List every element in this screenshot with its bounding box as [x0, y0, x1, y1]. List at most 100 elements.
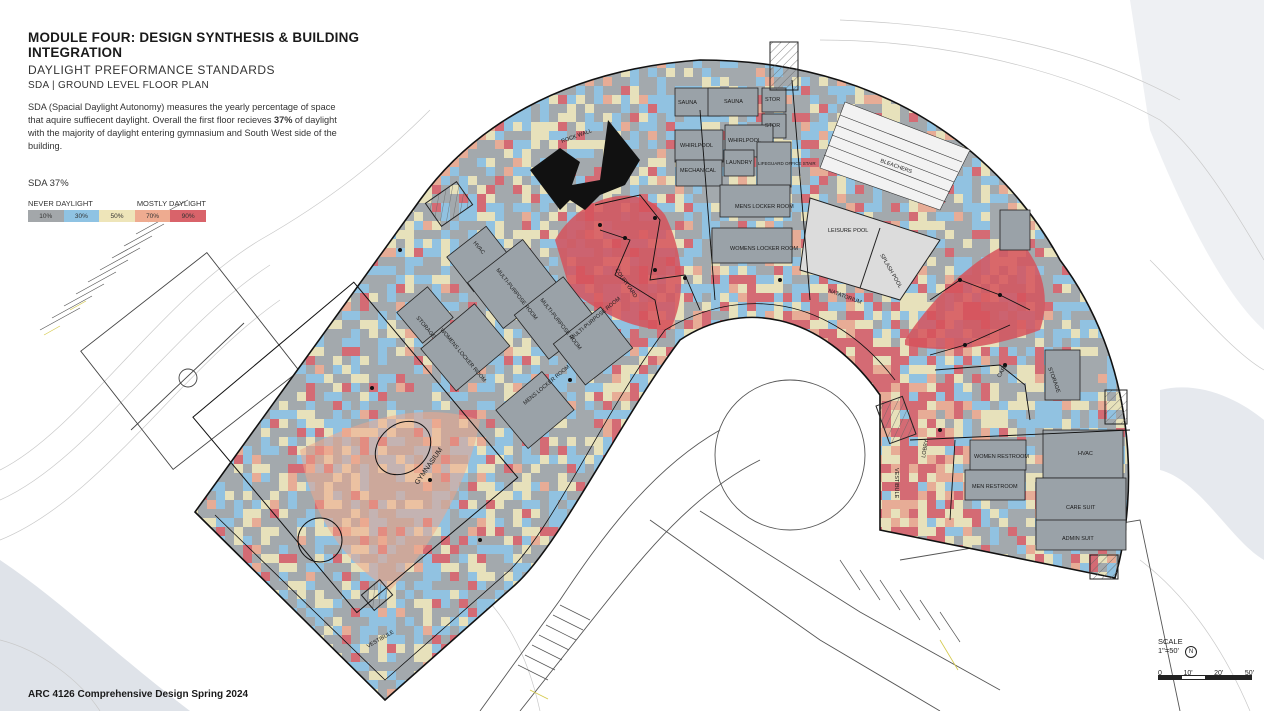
heat-cell	[195, 239, 198, 248]
heat-cell	[396, 239, 405, 248]
heat-cell	[765, 311, 774, 320]
heat-cell	[225, 401, 234, 410]
heat-cell	[324, 221, 333, 230]
heat-cell	[819, 455, 828, 464]
heat-cell	[1134, 149, 1143, 158]
heat-cell	[558, 383, 567, 392]
heat-cell	[486, 374, 495, 383]
heat-cell	[837, 365, 846, 374]
heat-cell	[1071, 104, 1080, 113]
heat-cell	[261, 338, 270, 347]
heat-cell	[1152, 167, 1161, 176]
heat-cell	[1062, 60, 1071, 68]
heat-cell	[405, 257, 414, 266]
heat-cell	[387, 239, 396, 248]
heat-cell	[195, 266, 198, 275]
heat-cell	[1098, 230, 1107, 239]
heat-cell	[234, 275, 243, 284]
heat-cell	[513, 383, 522, 392]
heat-cell	[1143, 347, 1152, 356]
heat-cell	[351, 239, 360, 248]
heat-cell	[909, 122, 918, 131]
heat-cell	[837, 185, 846, 194]
heat-cell	[1062, 68, 1071, 77]
heat-cell	[522, 365, 531, 374]
heat-cell	[720, 221, 729, 230]
heat-cell	[414, 338, 423, 347]
heat-cell	[774, 392, 783, 401]
heat-cell	[423, 203, 432, 212]
heat-cell	[198, 266, 207, 275]
heat-cell	[324, 365, 333, 374]
heat-cell	[252, 212, 261, 221]
heat-cell	[1134, 185, 1143, 194]
heat-cell	[846, 95, 855, 104]
heat-cell	[576, 131, 585, 140]
heat-cell	[684, 266, 693, 275]
heat-cell	[288, 167, 297, 176]
heat-cell	[387, 68, 396, 77]
heat-cell	[216, 401, 225, 410]
heat-cell	[297, 275, 306, 284]
heat-cell	[1080, 122, 1089, 131]
heat-cell	[630, 167, 639, 176]
heat-cell	[1152, 410, 1161, 419]
heat-cell	[207, 248, 216, 257]
heat-cell	[195, 392, 198, 401]
heat-cell	[342, 185, 351, 194]
heat-cell	[792, 194, 801, 203]
heat-cell	[288, 374, 297, 383]
heat-cell	[468, 158, 477, 167]
heat-cell	[252, 374, 261, 383]
heat-cell	[891, 86, 900, 95]
heat-cell	[450, 239, 459, 248]
heat-cell	[342, 266, 351, 275]
heat-cell	[720, 383, 729, 392]
heat-cell	[198, 302, 207, 311]
heat-cell	[1080, 185, 1089, 194]
heat-cell	[1044, 104, 1053, 113]
heat-cell	[195, 437, 198, 446]
heat-cell	[1125, 158, 1129, 167]
heat-cell	[1044, 86, 1053, 95]
heat-cell	[1080, 212, 1089, 221]
heat-cell	[243, 446, 252, 455]
heat-cell	[306, 329, 315, 338]
heat-cell	[414, 158, 423, 167]
heat-cell	[1152, 338, 1161, 347]
heat-cell	[342, 212, 351, 221]
heat-cell	[684, 257, 693, 266]
heat-cell	[801, 302, 810, 311]
heat-cell	[711, 50, 720, 59]
heat-cell	[234, 302, 243, 311]
heat-cell	[270, 158, 279, 167]
heat-cell	[549, 221, 558, 230]
heat-cell	[621, 50, 630, 59]
heat-cell	[1098, 131, 1107, 140]
heat-cell	[1107, 230, 1116, 239]
heat-cell	[324, 383, 333, 392]
heat-cell	[540, 140, 549, 149]
heat-cell	[1044, 176, 1053, 185]
heat-cell	[828, 95, 837, 104]
heat-cell	[702, 356, 711, 365]
heat-cell	[702, 50, 711, 59]
heat-cell	[990, 158, 999, 167]
heat-cell	[954, 401, 963, 410]
heat-cell	[738, 365, 747, 374]
heat-cell	[729, 383, 738, 392]
heat-cell	[1062, 86, 1071, 95]
heat-cell	[774, 410, 783, 419]
heat-cell	[1035, 257, 1044, 266]
heat-cell	[243, 221, 252, 230]
heat-cell	[1062, 419, 1071, 428]
heat-cell	[1098, 113, 1107, 122]
heat-cell	[495, 194, 504, 203]
heat-cell	[576, 176, 585, 185]
heat-cell	[801, 203, 810, 212]
heat-cell	[297, 248, 306, 257]
heat-cell	[585, 455, 594, 464]
heat-cell	[540, 257, 549, 266]
heat-cell	[810, 365, 819, 374]
heat-cell	[801, 446, 810, 455]
